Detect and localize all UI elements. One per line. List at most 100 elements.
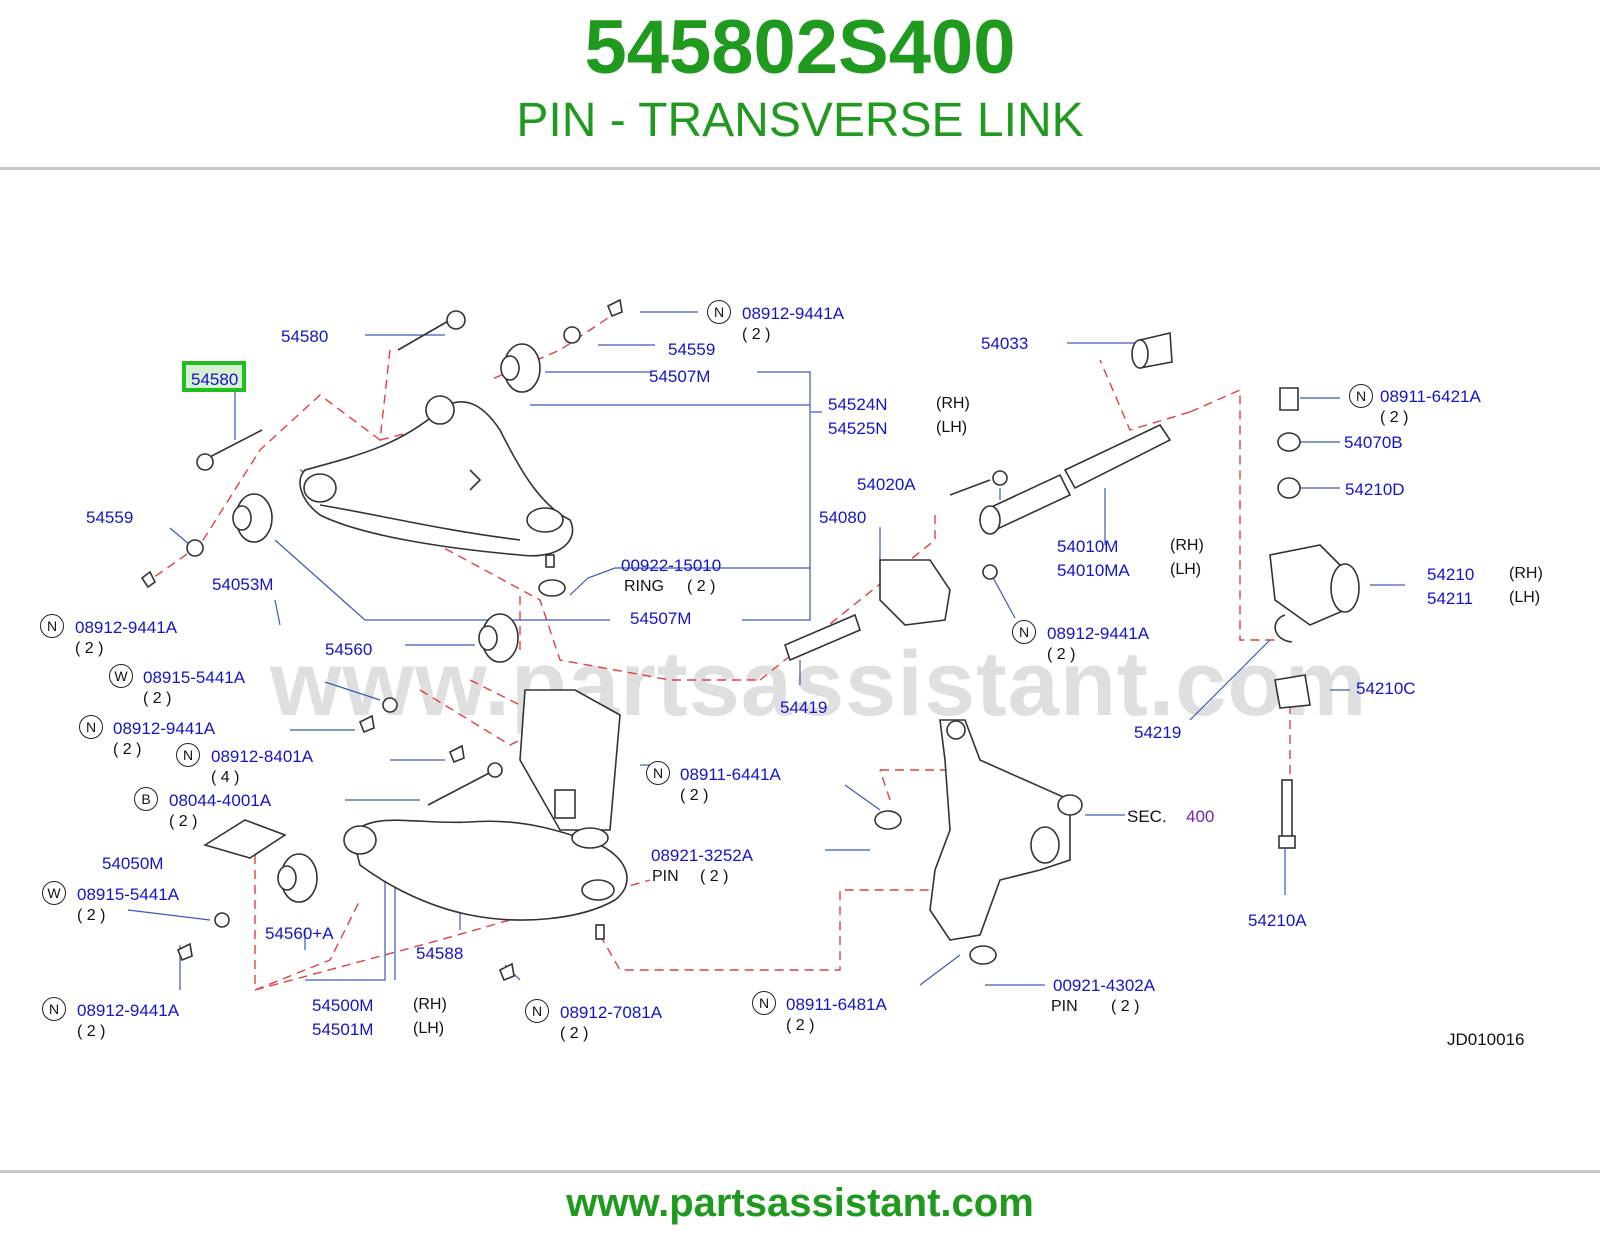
footer-divider [0, 1170, 1600, 1173]
side-lh: (LH) [1509, 589, 1541, 606]
n-badge-icon: N [176, 743, 200, 767]
part-qty: ( 2 ) [700, 868, 729, 885]
part-qty: ( 2 ) [742, 326, 771, 343]
part-callout-54559[interactable]: 54559 [668, 340, 716, 359]
part-qty: ( 2 ) [77, 907, 106, 924]
part-qty: ( 2 ) [143, 690, 172, 707]
part-callout-54501M[interactable]: 54501M [312, 1020, 374, 1039]
part-callout-54033[interactable]: 54033 [981, 334, 1029, 353]
part-number-title: 545802S400 [584, 5, 1016, 90]
part-callout-08912-7081A[interactable]: 08912-7081A [560, 1003, 663, 1022]
part-qty: ( 2 ) [113, 741, 142, 758]
part-callout-08912-9441A[interactable]: 08912-9441A [742, 304, 845, 323]
diagram-code: JD010016 [1447, 1030, 1525, 1049]
part-callout-54507M[interactable]: 54507M [649, 367, 711, 386]
part-callout-08911-6481A[interactable]: 08911-6481A [786, 995, 887, 1014]
header-divider [0, 167, 1600, 170]
part-callout-08911-6421A[interactable]: 08911-6421A [1380, 387, 1481, 406]
n-badge-icon: N [79, 715, 103, 739]
part-name-subtitle: PIN - TRANSVERSE LINK [516, 94, 1084, 147]
part-callout-08912-9441A[interactable]: 08912-9441A [1047, 624, 1150, 643]
b-badge-icon: B [134, 787, 158, 811]
assembly-dash-lines [149, 309, 1291, 991]
n-badge-icon: N [40, 614, 64, 638]
part-callout-54419[interactable]: 54419 [780, 698, 828, 717]
part-qty: ( 2 ) [77, 1023, 106, 1040]
part-callout-54580[interactable]: 54580 [281, 327, 329, 346]
side-rh: (RH) [413, 996, 447, 1013]
part-callout-54559[interactable]: 54559 [86, 508, 134, 527]
part-callout-00922-15010[interactable]: 00922-15010 [621, 556, 722, 575]
side-rh: (RH) [936, 395, 970, 412]
part-callout-54210D[interactable]: 54210D [1345, 480, 1405, 499]
part-callout-54070B[interactable]: 54070B [1344, 433, 1403, 452]
part-callout-54010MA[interactable]: 54010MA [1057, 561, 1130, 580]
part-qty: ( 2 ) [1380, 409, 1409, 426]
knuckle-torsion-drawing [784, 332, 1360, 965]
part-callout-54524N[interactable]: 54524N [828, 395, 888, 414]
side-rh: (RH) [1509, 565, 1543, 582]
n-badge-icon: N [646, 761, 670, 785]
part-callout-08044-4001A[interactable]: 08044-4001A [169, 791, 272, 810]
n-badge-icon: N [1012, 620, 1036, 644]
part-callout-54210C[interactable]: 54210C [1356, 679, 1416, 698]
part-callout-54053M[interactable]: 54053M [212, 575, 274, 594]
part-callout-08915-5441A[interactable]: 08915-5441A [77, 885, 180, 904]
highlighted-part-callout[interactable]: 54580 [182, 361, 246, 392]
part-qty: ( 2 ) [75, 640, 104, 657]
part-callout-54211[interactable]: 54211 [1427, 589, 1474, 608]
part-callout-08911-6441A[interactable]: 08911-6441A [680, 765, 781, 784]
part-callout-08912-9441A[interactable]: 08912-9441A [113, 719, 216, 738]
part-qty: ( 2 ) [1047, 646, 1076, 663]
part-callout-08915-5441A[interactable]: 08915-5441A [143, 668, 246, 687]
n-badge-icon: N [752, 991, 776, 1015]
part-callout-54080[interactable]: 54080 [819, 508, 867, 527]
part-callout-00921-4302A[interactable]: 00921-4302A [1053, 976, 1156, 995]
part-callout-54507M[interactable]: 54507M [630, 609, 692, 628]
part-qty: ( 2 ) [687, 578, 716, 595]
part-callout-54050M[interactable]: 54050M [102, 854, 164, 873]
side-rh: (RH) [1170, 537, 1204, 554]
part-callout-08912-8401A[interactable]: 08912-8401A [211, 747, 314, 766]
part-callout-54588[interactable]: 54588 [416, 944, 464, 963]
part-callout-54210[interactable]: 54210 [1427, 565, 1475, 584]
n-badge-icon: N [42, 997, 66, 1021]
footer-url-link[interactable]: www.partsassistant.com [566, 1181, 1034, 1225]
side-lh: (LH) [413, 1020, 445, 1037]
n-badge-icon: N [707, 300, 731, 324]
w-badge-icon: W [42, 881, 66, 905]
part-callout-54560[interactable]: 54560 [325, 640, 373, 659]
part-callout-54010M[interactable]: 54010M [1057, 537, 1119, 556]
part-sub-pin: PIN [652, 868, 679, 885]
part-sub-ring: RING [624, 578, 664, 595]
part-qty: ( 2 ) [786, 1017, 815, 1034]
part-qty: ( 2 ) [560, 1025, 589, 1042]
part-callout-54500M[interactable]: 54500M [312, 996, 374, 1015]
side-lh: (LH) [936, 419, 968, 436]
part-sub-pin: PIN [1051, 998, 1078, 1015]
part-qty: ( 2 ) [169, 813, 198, 830]
n-badge-icon: N [525, 999, 549, 1023]
w-badge-icon: W [109, 664, 133, 688]
part-callout-54020A[interactable]: 54020A [857, 475, 916, 494]
part-qty: ( 2 ) [1111, 998, 1140, 1015]
leader-lines [127, 311, 1405, 990]
part-callout-54525N[interactable]: 54525N [828, 419, 888, 438]
part-qty: ( 2 ) [680, 787, 709, 804]
n-badge-icon: N [1349, 384, 1373, 408]
part-callout-54210A[interactable]: 54210A [1248, 911, 1307, 930]
part-callout-08912-9441A[interactable]: 08912-9441A [77, 1001, 180, 1020]
lower-link-drawing [176, 613, 628, 982]
section-reference-label: SEC. [1127, 807, 1167, 826]
part-callout-54560+A[interactable]: 54560+A [265, 924, 334, 943]
part-callout-08921-3252A[interactable]: 08921-3252A [651, 846, 754, 865]
side-lh: (LH) [1170, 561, 1202, 578]
part-callout-54219[interactable]: 54219 [1134, 723, 1182, 742]
highlighted-part-label: 54580 [191, 370, 239, 389]
upper-link-drawing [140, 298, 623, 597]
part-callout-08912-9441A[interactable]: 08912-9441A [75, 618, 178, 637]
watermark: www.partsassistant.com [270, 633, 1368, 735]
section-reference-link[interactable]: 400 [1186, 807, 1215, 826]
part-qty: ( 4 ) [211, 769, 240, 786]
